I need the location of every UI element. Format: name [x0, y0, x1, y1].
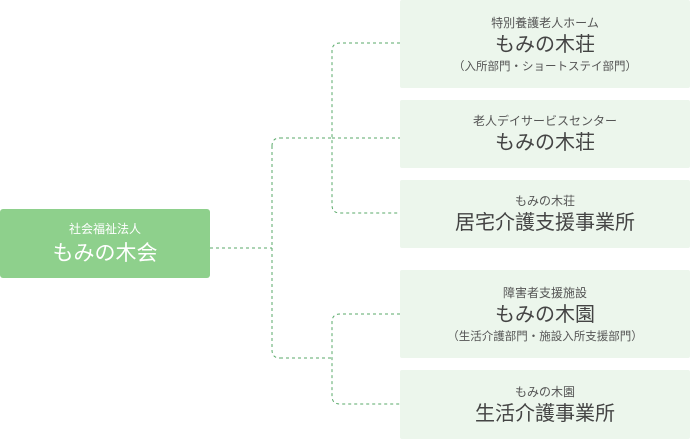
node-label-sub: （入所部門・ショートステイ部門） — [453, 58, 637, 73]
node-label-sub: （生活介護部門・施設入所支援部門） — [447, 328, 643, 343]
node-label-big: 生活介護事業所 — [475, 400, 615, 425]
node-label-big: もみの木園 — [495, 301, 595, 326]
node-label-small: 特別養護老人ホーム — [491, 15, 599, 30]
node-label-small: 障害者支援施設 — [502, 285, 587, 300]
root-label-small: 社会福祉法人 — [68, 221, 141, 236]
node-label-small: もみの木荘 — [514, 194, 575, 208]
facility-node-3: もみの木荘 居宅介護支援事業所 — [400, 180, 690, 248]
root-organization-box: 社会福祉法人 もみの木会 — [0, 209, 210, 278]
facility-node-5: もみの木園 生活介護事業所 — [400, 370, 690, 439]
connector-trunk — [271, 137, 281, 359]
node-label-big: 居宅介護支援事業所 — [455, 210, 635, 234]
root-label-big: もみの木会 — [52, 240, 158, 265]
node-label-small: もみの木園 — [514, 384, 575, 399]
connector-lower-bracket — [331, 313, 400, 405]
node-label-big: もみの木荘 — [495, 130, 595, 154]
facility-node-2: 老人デイサービスセンター もみの木荘 — [400, 100, 690, 168]
connector-upper-bracket — [331, 42, 400, 214]
node-label-small: 老人デイサービスセンター — [472, 114, 617, 128]
facility-node-4: 障害者支援施設 もみの木園 （生活介護部門・施設入所支援部門） — [400, 270, 690, 358]
facility-node-1: 特別養護老人ホーム もみの木荘 （入所部門・ショートステイ部門） — [400, 0, 690, 88]
node-label-big: もみの木荘 — [495, 31, 595, 56]
